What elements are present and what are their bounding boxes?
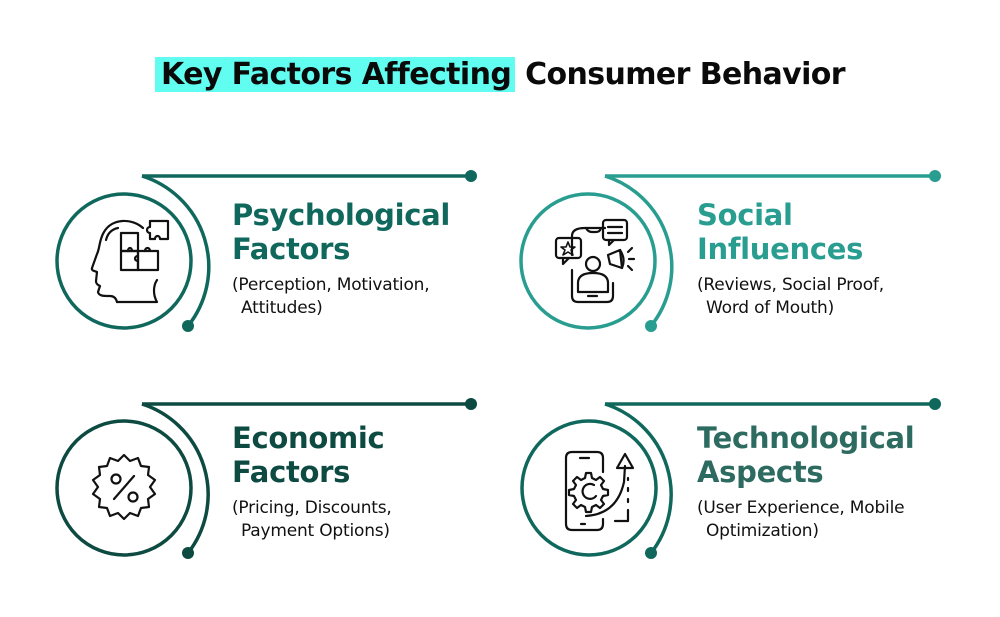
card-title: Psychological Factors [232, 198, 450, 266]
head-puzzle-icon [90, 219, 170, 304]
card-subtitle-line2: Payment Options) [241, 521, 390, 541]
card-title-line2: Aspects [697, 455, 824, 489]
card-frame-social [519, 170, 941, 332]
card-subtitle: (User Experience, Mobile Optimization) [697, 497, 914, 543]
title-rest: Consumer Behavior [525, 57, 846, 92]
card-title: Technological Aspects [697, 421, 915, 489]
card-subtitle-line1: (Reviews, Social Proof, [697, 275, 884, 295]
phone-influencer-icon [554, 218, 636, 304]
card-subtitle-line1: (Pricing, Discounts, [232, 498, 392, 518]
page-title: Key Factors Affecting Consumer Behavior [0, 52, 1000, 98]
card-title-line1: Social [697, 198, 793, 232]
title-highlight: Key Factors Affecting [155, 57, 516, 92]
discount-badge-icon [91, 453, 157, 521]
mobile-gear-growth-icon [564, 450, 635, 532]
card-subtitle-line2: Word of Mouth) [706, 298, 835, 318]
card-title: Economic Factors [232, 421, 392, 489]
card-technological: Technological Aspects (User Experience, … [697, 421, 915, 543]
card-social: Social Influences (Reviews, Social Proof… [697, 198, 884, 320]
card-title-line1: Technological [697, 421, 915, 455]
card-subtitle-line1: (User Experience, Mobile [697, 498, 905, 518]
card-frame-technological [520, 398, 941, 559]
card-title-line1: Psychological [232, 198, 451, 232]
card-subtitle: (Reviews, Social Proof, Word of Mouth) [697, 274, 884, 320]
card-subtitle: (Pricing, Discounts, Payment Options) [232, 497, 392, 543]
card-psychological: Psychological Factors (Perception, Motiv… [232, 198, 450, 320]
card-subtitle: (Perception, Motivation, Attitudes) [232, 274, 450, 320]
card-frame-economic [55, 398, 477, 559]
card-frame-psychological [55, 170, 477, 332]
card-title-line1: Economic [232, 421, 385, 455]
card-title: Social Influences [697, 198, 884, 266]
card-title-line2: Factors [232, 455, 351, 489]
card-title-line2: Factors [232, 232, 351, 266]
card-subtitle-line2: Optimization) [706, 521, 819, 541]
card-subtitle-line2: Attitudes) [241, 298, 323, 318]
card-economic: Economic Factors (Pricing, Discounts, Pa… [232, 421, 392, 543]
card-subtitle-line1: (Perception, Motivation, [232, 275, 430, 295]
card-title-line2: Influences [697, 232, 864, 266]
